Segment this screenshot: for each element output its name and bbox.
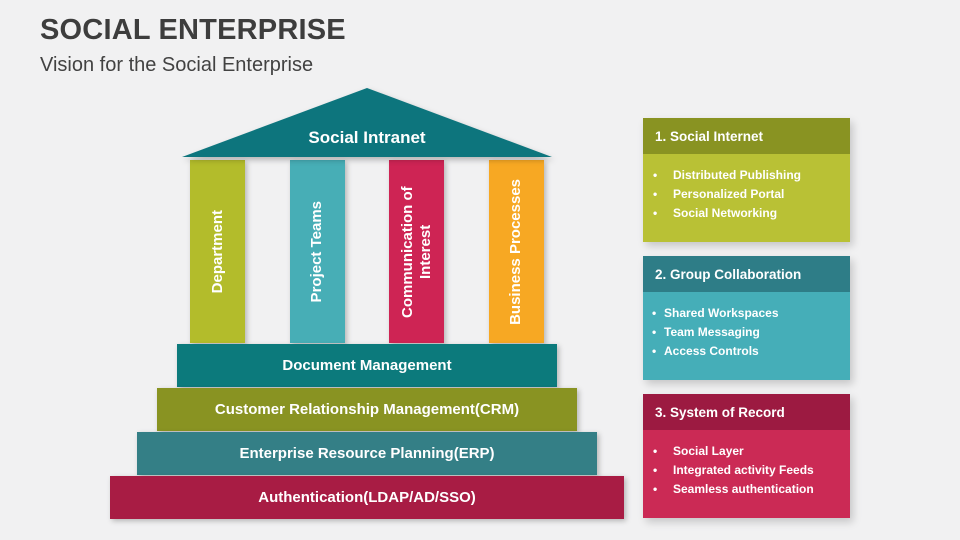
pillar-business-processes: Business Processes xyxy=(488,160,544,343)
layer-crm: Customer Relationship Management(CRM) xyxy=(157,388,577,431)
pillar-department: Department xyxy=(190,160,245,343)
list-item: Access Controls xyxy=(643,342,844,361)
list-item: Team Messaging xyxy=(643,323,844,342)
list-item: Shared Workspaces xyxy=(643,304,844,323)
list-item: Social Layer xyxy=(643,442,844,461)
roof: Social Intranet xyxy=(182,88,552,157)
pillar-label: Project Teams xyxy=(308,200,326,303)
list-item: Integrated activity Feeds xyxy=(643,461,844,480)
layer-label: Document Management xyxy=(282,357,452,374)
layer-document-management: Document Management xyxy=(177,344,557,387)
page-title: SOCIAL ENTERPRISE xyxy=(40,14,346,46)
panel-social-internet: 1. Social Internet Distributed Publishin… xyxy=(643,118,850,242)
list-item: Distributed Publishing xyxy=(643,166,844,185)
pillars: Department Project Teams Communication o… xyxy=(190,160,544,343)
pillar-label: Department xyxy=(208,209,226,294)
roof-shape: Social Intranet xyxy=(182,88,552,157)
panel-body: Distributed Publishing Personalized Port… xyxy=(643,154,850,242)
panel-body: Shared Workspaces Team Messaging Access … xyxy=(643,292,850,380)
layer-label: Customer Relationship Management(CRM) xyxy=(214,401,520,418)
panel-header: 3. System of Record xyxy=(643,394,850,430)
pillar-communication-of-interest: Communication of Interest xyxy=(389,160,445,343)
bullet-list: Distributed Publishing Personalized Port… xyxy=(643,166,844,223)
bullet-list: Social Layer Integrated activity Feeds S… xyxy=(643,442,844,499)
bullet-list: Shared Workspaces Team Messaging Access … xyxy=(643,304,844,361)
page-subtitle: Vision for the Social Enterprise xyxy=(40,54,314,76)
list-item: Social Networking xyxy=(643,204,844,223)
temple-diagram: Social Intranet Department Project Teams… xyxy=(110,88,624,520)
layer-label: Authentication(LDAP/AD/SSO) xyxy=(258,489,476,506)
pillar-label: Business Processes xyxy=(507,178,525,325)
foundation-layers: Document Management Customer Relationshi… xyxy=(110,344,624,520)
list-item: Personalized Portal xyxy=(643,185,844,204)
pillar-project-teams: Project Teams xyxy=(289,160,345,343)
legend-panels: 1. Social Internet Distributed Publishin… xyxy=(643,118,850,518)
panel-system-of-record: 3. System of Record Social Layer Integra… xyxy=(643,394,850,518)
panel-header: 2. Group Collaboration xyxy=(643,256,850,292)
panel-body: Social Layer Integrated activity Feeds S… xyxy=(643,430,850,518)
list-item: Seamless authentication xyxy=(643,480,844,499)
layer-erp: Enterprise Resource Planning(ERP) xyxy=(137,432,597,475)
layer-label: Enterprise Resource Planning(ERP) xyxy=(239,445,495,462)
panel-header: 1. Social Internet xyxy=(643,118,850,154)
roof-label: Social Intranet xyxy=(308,128,426,147)
pillar-label: Communication of Interest xyxy=(398,185,434,318)
slide-header: SOCIAL ENTERPRISE Vision for the Social … xyxy=(40,14,346,77)
panel-group-collaboration: 2. Group Collaboration Shared Workspaces… xyxy=(643,256,850,380)
layer-authentication: Authentication(LDAP/AD/SSO) xyxy=(110,476,624,519)
